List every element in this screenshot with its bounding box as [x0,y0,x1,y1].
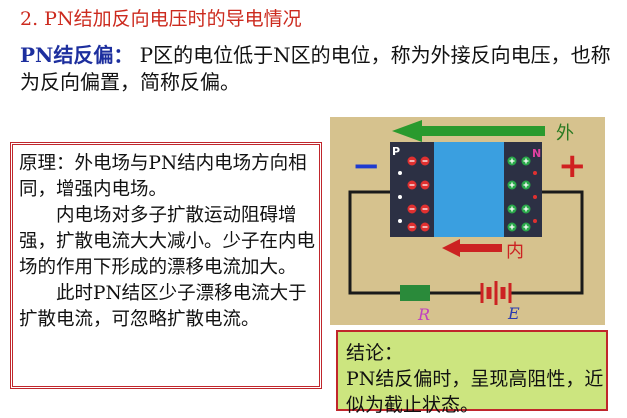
conclusion-box: 结论： PN结反偏时，呈现高阻性，近似为截止状态。 [336,330,608,416]
explanation-drift: 此时PN结区少子漂移电流大于扩散电流，可忽略扩散电流。 [19,283,307,330]
p-side-ions [398,156,430,232]
resistor [400,285,430,301]
resistor-label: R [417,305,430,324]
intro-text: P区的电位低于N区的电位，称为外接反向电压，也称为反向偏置，简称反偏。 [20,43,611,94]
pn-junction-diagram: 外 − + P N [330,117,605,325]
positive-terminal: + [558,146,587,186]
explanation-box: 原理：外电场与PN结内电场方向相同，增强内电场。 内电场对多子扩散运动阻碍增强，… [10,142,322,389]
battery [480,281,512,305]
intro-paragraph: PN结反偏： P区的电位低于N区的电位，称为外接反向电压，也称为反向偏置，简称反… [20,42,620,96]
inner-field-label: 内 [506,241,524,262]
outer-field-arrow [392,120,545,142]
section-heading: 2. PN结加反向电压时的导电情况 [20,8,302,30]
n-side-ions [507,156,537,232]
n-region-label: N [532,147,541,160]
inner-field-arrow [442,239,502,257]
battery-label: E [507,304,520,323]
intro-term: PN结反偏： [20,43,134,67]
circuit-wires [348,190,584,295]
conclusion-text: PN结反偏时，呈现高阻性，近似为截止状态。 [346,368,604,416]
depletion-region [434,142,504,237]
explanation-diffusion: 内电场对多子扩散运动阻碍增强，扩散电流大大减小。少子在内电场的作用下形成的漂移电… [19,205,316,278]
p-region-label: P [392,145,400,158]
outer-field-label: 外 [556,123,574,144]
conclusion-title: 结论： [346,342,404,364]
explanation-principle: 原理：外电场与PN结内电场方向相同，增强内电场。 [19,153,307,200]
negative-terminal: − [352,146,381,186]
